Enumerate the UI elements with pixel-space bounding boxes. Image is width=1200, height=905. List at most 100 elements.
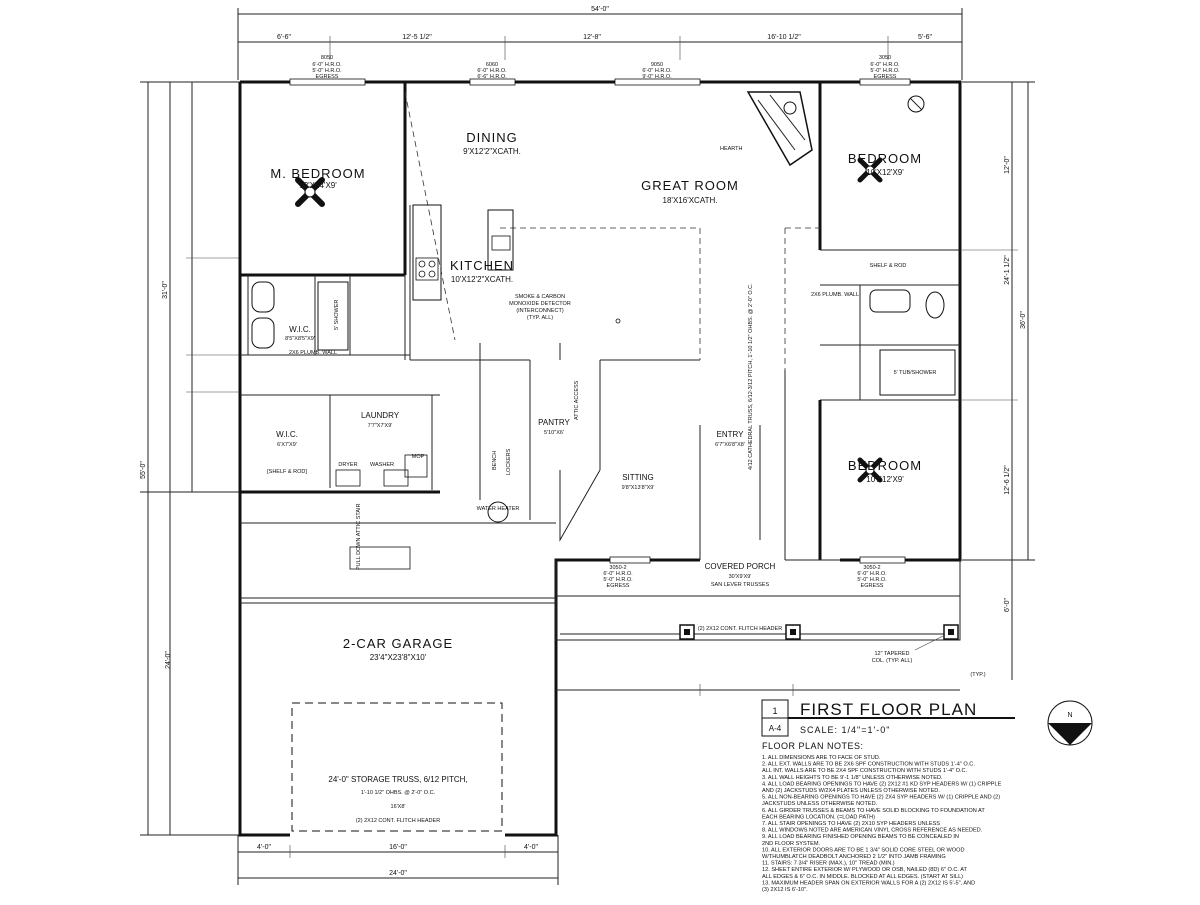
note-line: 5. ALL NON-BEARING OPENINGS TO HAVE (2) … — [762, 795, 1000, 801]
note-line: ALL EDGES & 6" O.C. IN MIDDLE. BLOCKED A… — [762, 874, 963, 880]
svg-text:6'-0" H.R.O.: 6'-0" H.R.O. — [857, 571, 887, 577]
hearth-label: HEARTH — [720, 146, 743, 152]
svg-text:8050: 8050 — [321, 55, 333, 61]
room-porch-note: SAN LEVER TRUSSES — [711, 582, 770, 588]
smoke-label-1: SMOKE & CARBON — [515, 294, 565, 300]
room-bed3-size: 10'X12'X9' — [866, 475, 904, 484]
title-block: 1 A-4 FIRST FLOOR PLAN SCALE: 1/4"=1'-0"… — [761, 699, 1093, 746]
dryer-label: DRYER — [338, 462, 357, 468]
room-labels: M. BEDROOM 12'X14'X9' DINING 9'X12'2"XCA… — [270, 130, 922, 662]
room-entry-name: ENTRY — [717, 430, 745, 439]
right-dim-3: 12'-6 1/2" — [1004, 465, 1011, 495]
room-bed2-name: BEDROOM — [848, 151, 922, 166]
storage-truss-label-2: 1'-10 1/2" OHBS. @ 2'-0" O.C. — [361, 790, 436, 796]
note-line: 4. ALL LOAD BEARING OPENINGS TO HAVE (2)… — [762, 781, 1002, 787]
note-line: 8. ALL WINDOWS NOTED ARE AMERICAN VINYL … — [762, 828, 983, 834]
room-dining-size: 9'X12'2"XCATH. — [463, 147, 521, 156]
room-dining-name: DINING — [466, 130, 518, 145]
right-dimension-strings: 36'-0" 12'-0" 24'-1 1/2" 12'-6 1/2" 6'-0… — [962, 81, 1035, 680]
note-line: 6. ALL GIRDER TRUSSES & BEAMS TO HAVE SO… — [762, 808, 985, 814]
room-master-size: 12'X14'X9' — [299, 181, 337, 190]
room-wic1-size: 8'5"X8'5"X9' — [285, 336, 315, 342]
room-garage-size: 23'4"X23'8"X10' — [370, 653, 427, 662]
note-line: 3. ALL WALL HEIGHTS TO BE 9'-1 1/8" UNLE… — [762, 775, 943, 781]
room-wic1-name: W.I.C. — [289, 325, 311, 334]
note-line: JACKSTUDS UNLESS OTHERWISE NOTED. — [762, 801, 878, 807]
porch-header-label: (2) 2X12 CONT. FLITCH HEADER — [698, 626, 782, 632]
smoke-label-2: MONOXIDE DETECTOR — [509, 301, 571, 307]
water-heater-label: WATER HEATER — [477, 506, 520, 512]
note-line: W/THUMBLATCH DEADBOLT ANCHORED 2 1/2" IN… — [762, 854, 946, 860]
note-line: 12. SHEET ENTIRE EXTERIOR W/ PLYWOOD OR … — [762, 867, 968, 873]
bottom-dim-3: 4'-0" — [524, 844, 538, 851]
window-tag-w6: 3050-2 6'-0" H.R.O. 5'-0" H.R.O. EGRESS — [857, 565, 887, 589]
right-dim-1: 12'-0" — [1004, 156, 1011, 174]
lockers-label: LOCKERS — [506, 448, 512, 475]
attic-access-label: ATTIC ACCESS — [574, 380, 580, 420]
note-line: 11. STAIRS: 7 3/4" RISER (MAX.), 10" TRE… — [762, 861, 895, 867]
svg-text:6'-0" H.R.O.: 6'-0" H.R.O. — [870, 62, 900, 68]
porch-dimension-lines — [240, 522, 960, 696]
svg-text:5'-0" H.R.O.: 5'-0" H.R.O. — [603, 577, 633, 583]
note-line: 2. ALL EXT. WALLS ARE TO BE 2X6 SPF CONS… — [762, 762, 975, 768]
room-master-name: M. BEDROOM — [270, 166, 365, 181]
top-dim-5: 5'-6" — [918, 34, 932, 41]
room-wic2-size: 6'X7'X9' — [277, 442, 297, 448]
note-line: 2ND FLOOR SYSTEM. — [762, 841, 821, 847]
kitchen-fixtures — [412, 204, 514, 301]
svg-text:6060: 6060 — [486, 62, 498, 68]
window-tag-w2: 6060 6'-0" H.R.O. 6'-6" H.R.O. — [477, 62, 507, 80]
smoke-label-4: (TYP. ALL) — [527, 315, 553, 321]
misc-labels: HEARTH SMOKE & CARBON MONOXIDE DETECTOR … — [267, 146, 986, 824]
bottom-dim-2: 16'-0" — [389, 844, 407, 851]
room-porch-name: COVERED PORCH — [705, 562, 776, 571]
svg-text:5'-0" H.R.O.: 5'-0" H.R.O. — [312, 68, 342, 74]
svg-text:9050: 9050 — [651, 62, 663, 68]
attic-stair-label: PULL DOWN ATTIC STAIR — [356, 503, 362, 570]
svg-text:3050: 3050 — [879, 55, 891, 61]
window-tag-w4: 3050 6'-0" H.R.O. 5'-0" H.R.O. EGRESS — [870, 55, 900, 80]
tub-label: 5' TUB/SHOWER — [894, 370, 937, 376]
room-laundry-name: LAUNDRY — [361, 411, 400, 420]
svg-text:6'-0" H.R.O.: 6'-0" H.R.O. — [642, 68, 672, 74]
col-note-1: 12" TAPERED — [874, 651, 909, 657]
top-dim-2: 12'-5 1/2" — [402, 34, 432, 41]
notes-heading: FLOOR PLAN NOTES: — [762, 741, 864, 751]
smoke-label-3: (INTERCONNECT) — [516, 308, 564, 314]
ceiling-lines — [404, 91, 820, 370]
mop-label: MOP — [412, 454, 425, 460]
sheet-number: 1 — [772, 706, 777, 716]
room-sitting-size: 9'8"X13'8"X9' — [622, 485, 655, 491]
svg-text:6'-0" H.R.O.: 6'-0" H.R.O. — [312, 62, 342, 68]
svg-text:5'-0" H.R.O.: 5'-0" H.R.O. — [857, 577, 887, 583]
bath-fixtures — [251, 281, 956, 523]
bench-label: BENCH — [492, 451, 498, 470]
cathedral-note: 4/12 CATHEDRAL TRUSS, 6/12-3/12 PITCH, 1… — [748, 283, 754, 470]
col-note-2: COL. (TYP. ALL) — [872, 658, 913, 664]
svg-text:EGRESS: EGRESS — [861, 583, 884, 589]
svg-text:EGRESS: EGRESS — [874, 74, 897, 80]
room-sitting-name: SITTING — [622, 473, 654, 482]
bottom-dim-1: 4'-0" — [257, 844, 271, 851]
svg-text:5'-0" H.R.O.: 5'-0" H.R.O. — [870, 68, 900, 74]
right-total-dim: 36'-0" — [1020, 311, 1027, 329]
svg-text:6'-0" H.R.O.: 6'-0" H.R.O. — [603, 571, 633, 577]
svg-text:3050-2: 3050-2 — [609, 565, 626, 571]
right-dim-2: 24'-1 1/2" — [1004, 255, 1011, 285]
note-line: 9. ALL LOAD BEARING FINISHED OPENING BEA… — [762, 834, 959, 840]
windows — [289, 78, 911, 564]
right-dim-4: 6'-0" — [1004, 598, 1011, 612]
top-dim-1: 6'-6" — [277, 34, 291, 41]
room-great-size: 18'X16'XCATH. — [663, 196, 718, 205]
washer-label: WASHER — [370, 462, 394, 468]
svg-text:EGRESS: EGRESS — [316, 74, 339, 80]
room-bed2-size: 10'X12'X9' — [866, 168, 904, 177]
left-upper-dim: 31'-0" — [162, 281, 169, 299]
shelf-rod-bracket-label: [SHELF & ROD] — [267, 469, 307, 475]
note-line: 7. ALL STAIR OPENINGS TO HAVE (2) 2X10 S… — [762, 821, 940, 827]
plumb-wall-label-2: 2X6 PLUMB. WALL — [811, 292, 859, 298]
svg-text:6'-6" H.R.O.: 6'-6" H.R.O. — [477, 74, 507, 80]
garage-header-label: (2) 2X12 CONT. FLITCH HEADER — [356, 818, 440, 824]
top-dim-3: 12'-8" — [583, 34, 601, 41]
